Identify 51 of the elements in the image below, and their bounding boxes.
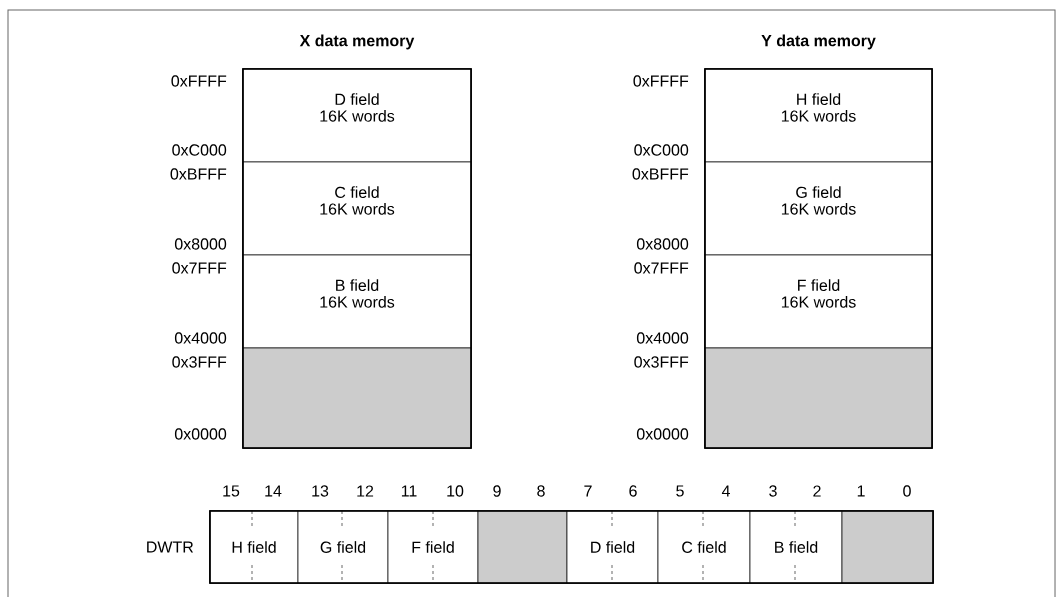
address-label: 0xC000	[172, 144, 227, 156]
address-label: 0xFFFF	[171, 75, 227, 87]
bit-number: 10	[447, 485, 464, 497]
bit-number: 0	[903, 485, 911, 497]
memory-field-cell: G field 16K words	[704, 161, 933, 256]
bit-number: 11	[401, 485, 417, 497]
bit-number: 12	[357, 485, 374, 497]
address-label: 0xBFFF	[632, 168, 689, 180]
bit-number: 6	[629, 485, 637, 497]
bit-number: 13	[312, 485, 329, 497]
memory-field-cell: F field 16K words	[704, 254, 933, 349]
reserved-cell	[704, 347, 933, 449]
address-label: 0x3FFF	[634, 356, 689, 368]
register-field-cell: C field	[657, 510, 751, 584]
node-label: DWTR	[147, 541, 194, 553]
reserved-cell	[242, 347, 472, 449]
bit-number: 3	[769, 485, 777, 497]
address-label: 0x0000	[636, 428, 689, 440]
address-label: 0xFFFF	[633, 75, 689, 87]
node-label: X data memory	[299, 34, 415, 50]
register-field-cell: F field	[387, 510, 479, 584]
address-label: 0xBFFF	[170, 168, 227, 180]
memory-field-cell: C field 16K words	[242, 161, 472, 256]
bit-number: 15	[223, 485, 240, 497]
bit-number: 9	[493, 485, 501, 497]
address-label: 0x4000	[174, 332, 227, 344]
memory-field-cell: B field 16K words	[242, 254, 472, 349]
bit-number: 2	[813, 485, 821, 497]
address-label: 0x7FFF	[172, 262, 227, 274]
bit-number: 1	[857, 485, 865, 497]
bit-number: 8	[537, 485, 545, 497]
register-field-cell: H field	[209, 510, 299, 584]
address-label: 0x8000	[636, 238, 689, 250]
memory-field-cell: D field 16K words	[242, 68, 472, 163]
address-label: 0x7FFF	[634, 262, 689, 274]
bit-number: 7	[584, 485, 592, 497]
register-field-cell: G field	[297, 510, 389, 584]
address-label: 0x4000	[636, 332, 689, 344]
address-label: 0xC000	[634, 144, 689, 156]
register-field-cell: B field	[749, 510, 843, 584]
address-label: 0x3FFF	[172, 356, 227, 368]
address-label: 0x0000	[174, 428, 227, 440]
bit-number: 14	[265, 485, 282, 497]
reserved-cell	[477, 510, 568, 584]
register-field-cell: D field	[566, 510, 659, 584]
bit-number: 4	[721, 485, 730, 497]
memory-field-cell: H field 16K words	[704, 68, 933, 163]
node-label: Y data memory	[761, 34, 876, 50]
address-label: 0x8000	[174, 238, 227, 250]
reserved-cell	[841, 510, 934, 584]
bit-number: 5	[676, 485, 684, 497]
